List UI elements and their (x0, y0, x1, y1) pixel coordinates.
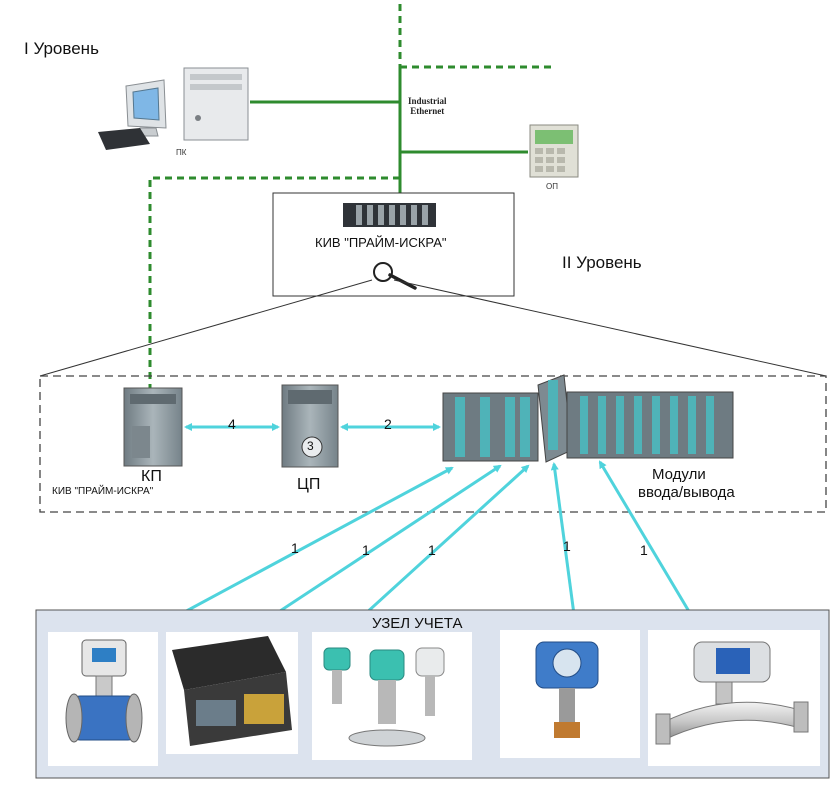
io-label-line-1: Модули (652, 466, 706, 483)
io-modules (442, 374, 734, 463)
cpu-badge: 3 (307, 439, 314, 453)
field-link-4 (550, 462, 579, 624)
field-link-1-label: 1 (291, 540, 299, 556)
coriolis-flowmeter-device (648, 630, 820, 766)
metering-node-title: УЗЕЛ УЧЕТА (372, 615, 463, 632)
level-sensors-device (312, 632, 472, 760)
cpu-module (281, 384, 339, 468)
level-2-label: II Уровень (562, 253, 642, 272)
cpu-label: ЦП (297, 476, 321, 493)
industrial-ethernet-label: Industrial Ethernet (408, 96, 447, 116)
link-cpu-io-label: 2 (384, 416, 392, 432)
field-link-2-label: 1 (362, 542, 370, 558)
io-label-line-2: ввода/вывода (638, 484, 735, 501)
ethernet-line-1: Industrial (408, 96, 447, 106)
field-link-3-label: 1 (428, 542, 436, 558)
zoom-projection-lines (39, 279, 827, 377)
field-link-4-label: 1 (563, 538, 571, 554)
pc-icon (98, 67, 249, 150)
field-link-5-label: 1 (640, 542, 648, 558)
pressure-transmitter-device (500, 630, 640, 758)
portable-calibrator-device (166, 632, 298, 754)
ethernet-line-2: Ethernet (410, 106, 445, 116)
op-label: ОП (546, 182, 558, 191)
kiv-rack-icon (343, 203, 436, 227)
kp-sub-label: КИВ "ПРАЙМ-ИСКРА" (52, 486, 154, 497)
link-kp-cpu-label: 4 (228, 416, 236, 432)
ethernet-network (148, 4, 552, 392)
kiv-label: КИВ "ПРАЙМ-ИСКРА" (315, 235, 447, 250)
pc-label: ПК (176, 148, 187, 157)
level-1-label: I Уровень (24, 39, 99, 58)
kp-label: КП (141, 468, 162, 485)
op-panel-icon (529, 124, 579, 178)
flowmeter-device-1 (48, 632, 158, 766)
kp-module (123, 387, 183, 467)
